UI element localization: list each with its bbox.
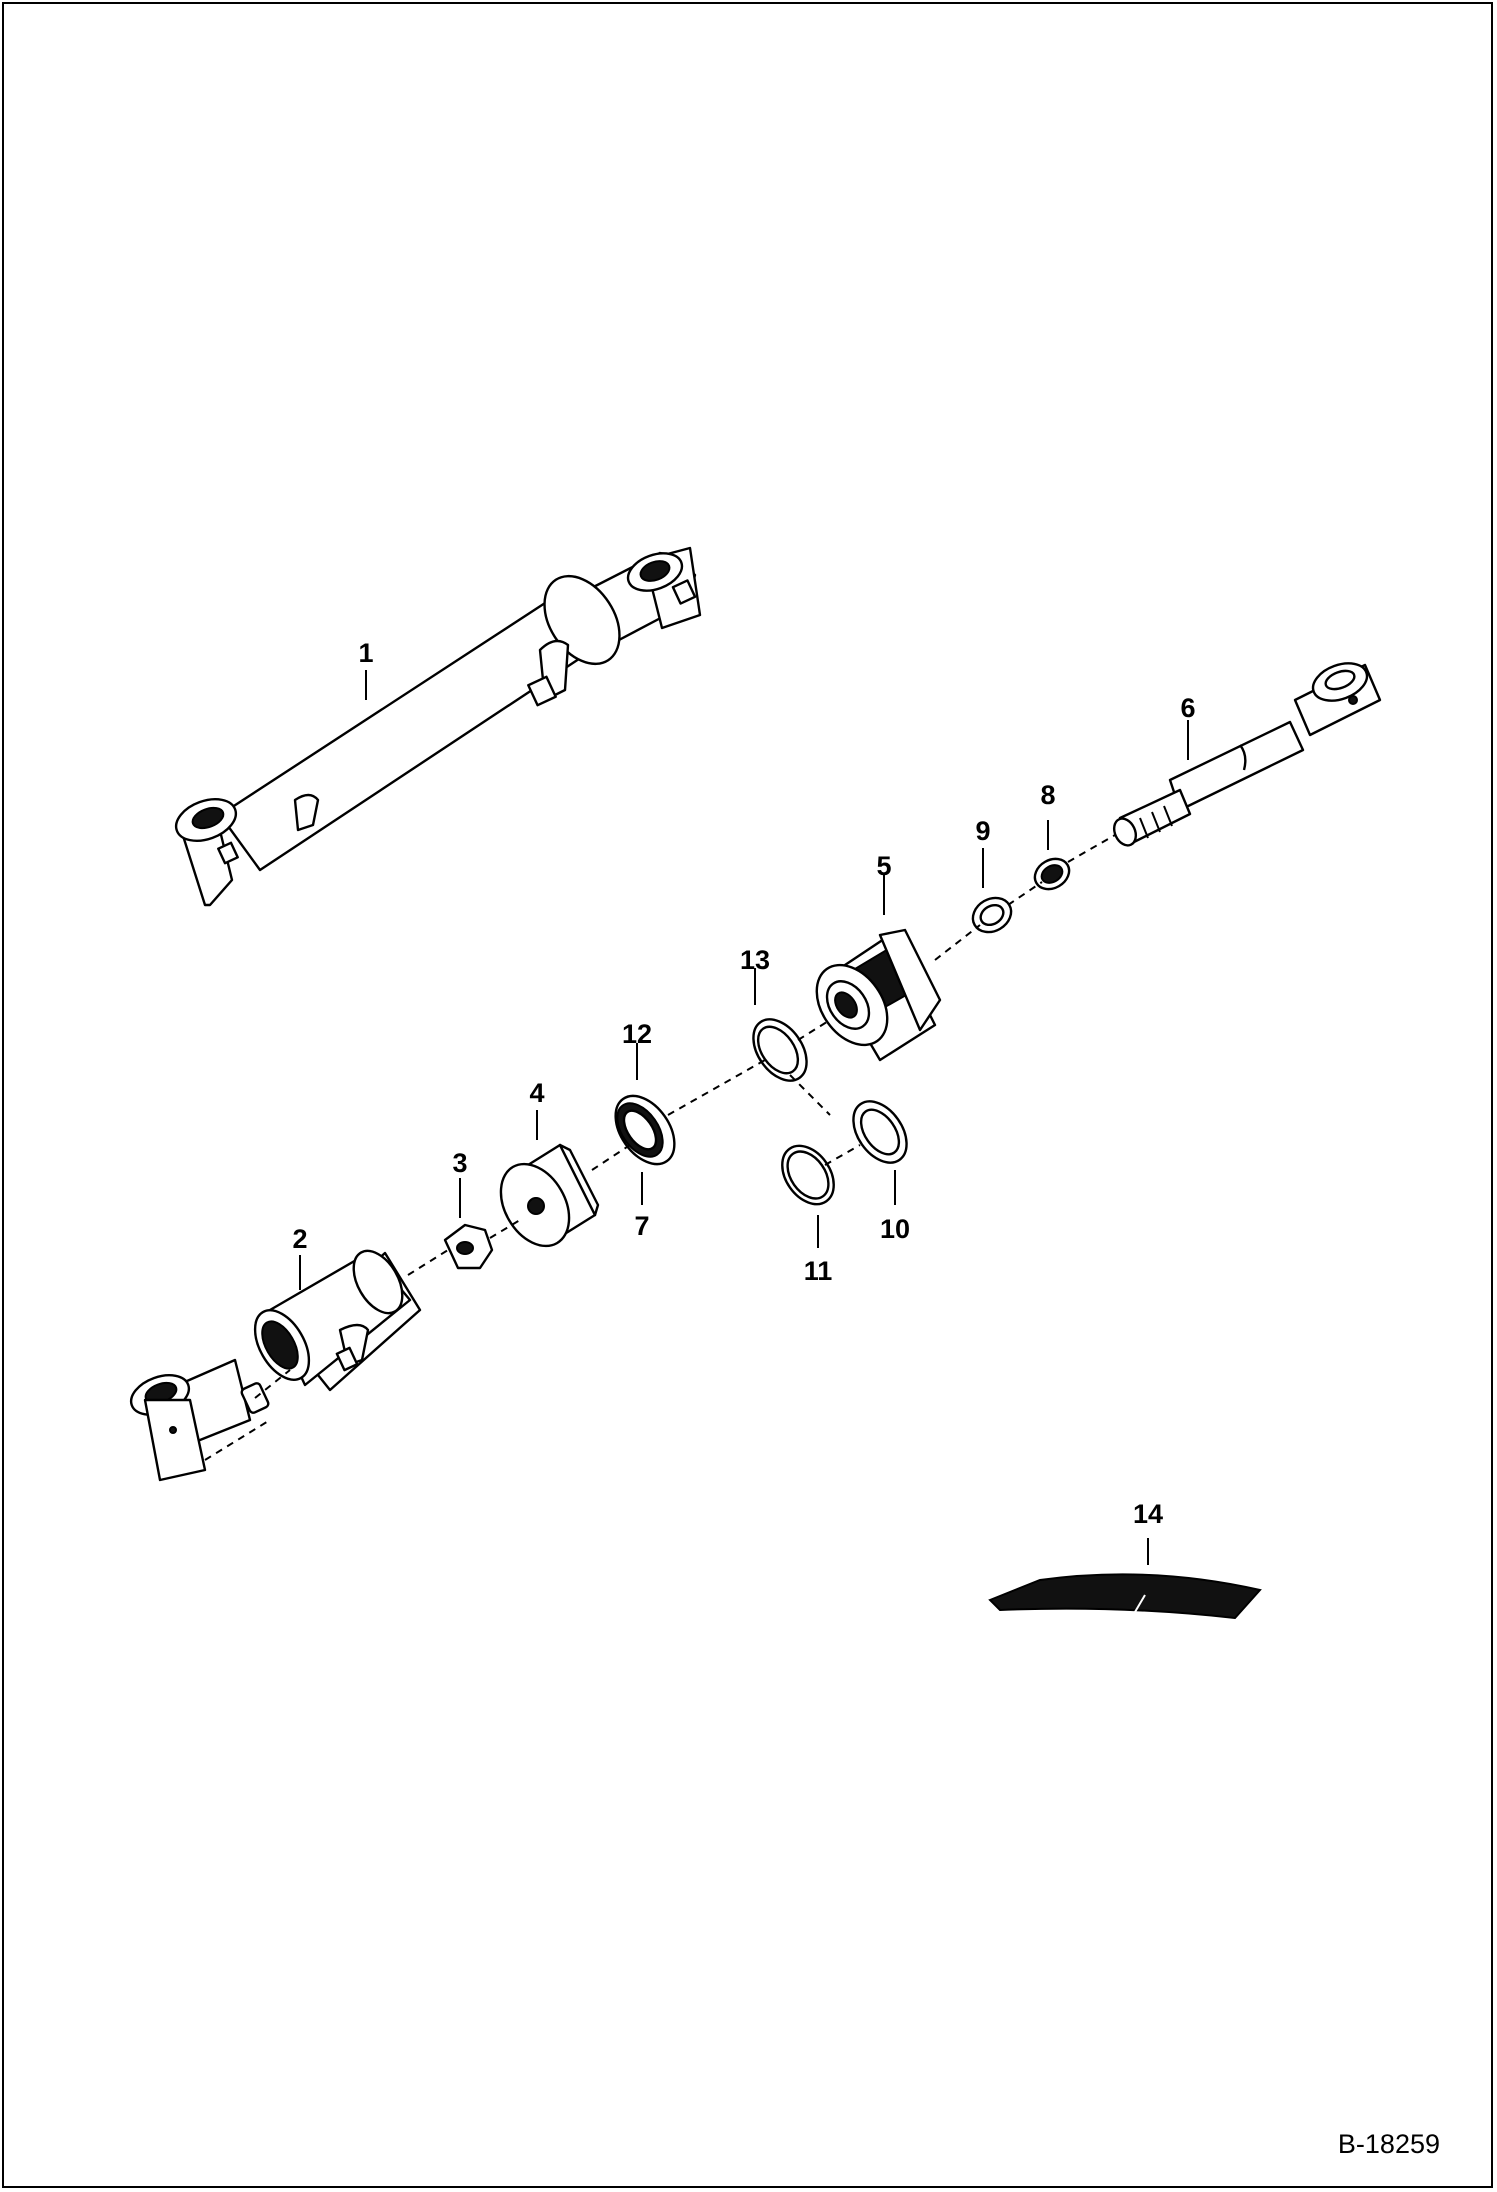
assembly-centerlines <box>204 834 1116 1461</box>
callout-1: 1 <box>358 638 373 668</box>
callout-8: 8 <box>1040 780 1055 810</box>
part-6-rod: 6 <box>1112 662 1382 847</box>
callout-12: 12 <box>622 1019 652 1049</box>
part-1-assembled-cylinder: 1 <box>174 546 702 907</box>
callout-2: 2 <box>292 1224 307 1254</box>
callout-4: 4 <box>529 1078 544 1108</box>
callout-5: 5 <box>876 851 891 881</box>
part-9-ring: 9 <box>971 816 1013 934</box>
part-12-piston-seal: 12 7 <box>614 1019 676 1241</box>
part-3-nut: 3 <box>443 1148 494 1270</box>
callout-9: 9 <box>975 816 990 846</box>
callout-6: 6 <box>1180 693 1195 723</box>
callout-13: 13 <box>740 945 770 975</box>
part-8-ring: 8 <box>1033 780 1071 891</box>
callout-14: 14 <box>1133 1499 1163 1529</box>
callout-10: 10 <box>880 1214 910 1244</box>
callout-7: 7 <box>634 1211 649 1241</box>
part-4-piston: 4 <box>499 1078 600 1248</box>
callout-3: 3 <box>452 1148 467 1178</box>
part-10-ring: 10 <box>852 1100 910 1244</box>
part-14-seal-kit: 14 <box>988 1499 1262 1620</box>
callout-11: 11 <box>804 1256 833 1286</box>
figure-code: B-18259 <box>1338 2129 1440 2159</box>
part-5-gland: 5 <box>815 851 942 1062</box>
part-11-o-ring: 11 <box>781 1144 835 1286</box>
part-2-barrel: 2 <box>129 1224 422 1482</box>
